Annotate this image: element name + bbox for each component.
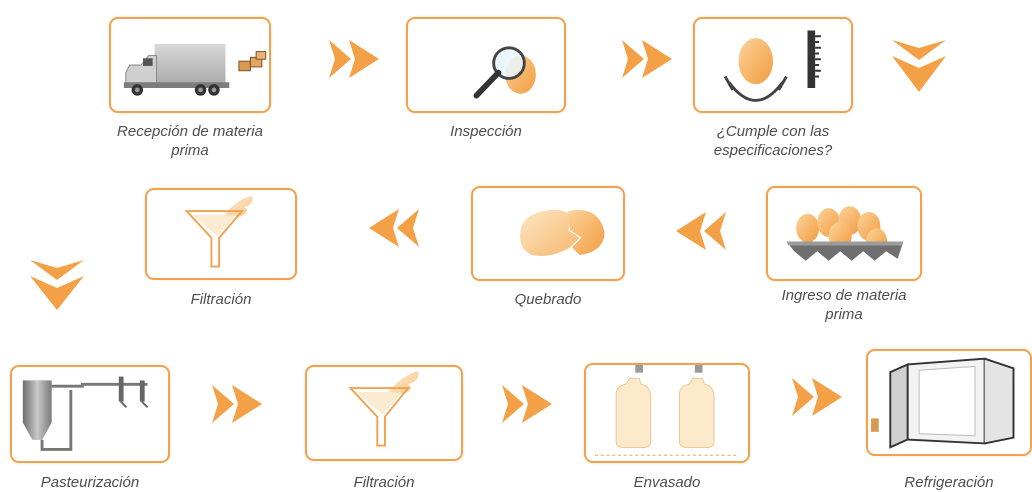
step-pasteurization-label: Pasteurización bbox=[40, 474, 140, 491]
double-arrow-down-icon bbox=[30, 260, 84, 310]
funnel-icon bbox=[184, 195, 253, 268]
broken-egg-icon bbox=[520, 209, 605, 257]
step-inspection-label: Inspección bbox=[450, 123, 522, 140]
step-reception-box bbox=[109, 17, 271, 113]
double-arrow-down-icon bbox=[892, 40, 946, 92]
funnel-icon bbox=[348, 370, 419, 447]
bottles-icon bbox=[595, 365, 739, 456]
egg-tray-icon bbox=[786, 206, 904, 261]
step-filtration-2-box bbox=[305, 365, 463, 461]
pasteurizer-icon bbox=[22, 376, 149, 451]
magnifier-egg-icon bbox=[473, 46, 536, 99]
step-inspection-box bbox=[406, 17, 566, 113]
step-filtration-1-label: Filtración bbox=[190, 291, 252, 308]
truck-icon bbox=[123, 43, 267, 96]
step-refrigeration-box bbox=[866, 349, 1032, 456]
double-arrow-right-icon bbox=[502, 385, 552, 423]
step-pasteurization-box bbox=[10, 365, 170, 463]
step-filtration-2-label: Filtración bbox=[353, 474, 415, 491]
double-arrow-right-icon bbox=[792, 378, 842, 416]
step-packaging-box bbox=[584, 363, 750, 463]
step-spec-box bbox=[693, 17, 853, 113]
egg-caliper-icon bbox=[723, 30, 821, 102]
step-intake-box bbox=[766, 186, 922, 281]
double-arrow-left-icon bbox=[369, 209, 419, 247]
double-arrow-left-icon bbox=[676, 212, 726, 250]
double-arrow-right-icon bbox=[622, 40, 672, 78]
cold-room-icon bbox=[871, 357, 1015, 449]
step-breaking-label: Quebrado bbox=[514, 291, 582, 308]
step-filtration-1-box bbox=[145, 188, 297, 280]
step-refrigeration-label: Refrigeración bbox=[904, 474, 994, 491]
step-breaking-box bbox=[471, 186, 625, 281]
double-arrow-right-icon bbox=[212, 385, 262, 423]
double-arrow-right-icon bbox=[329, 40, 379, 78]
step-packaging-label: Envasado bbox=[633, 474, 701, 491]
